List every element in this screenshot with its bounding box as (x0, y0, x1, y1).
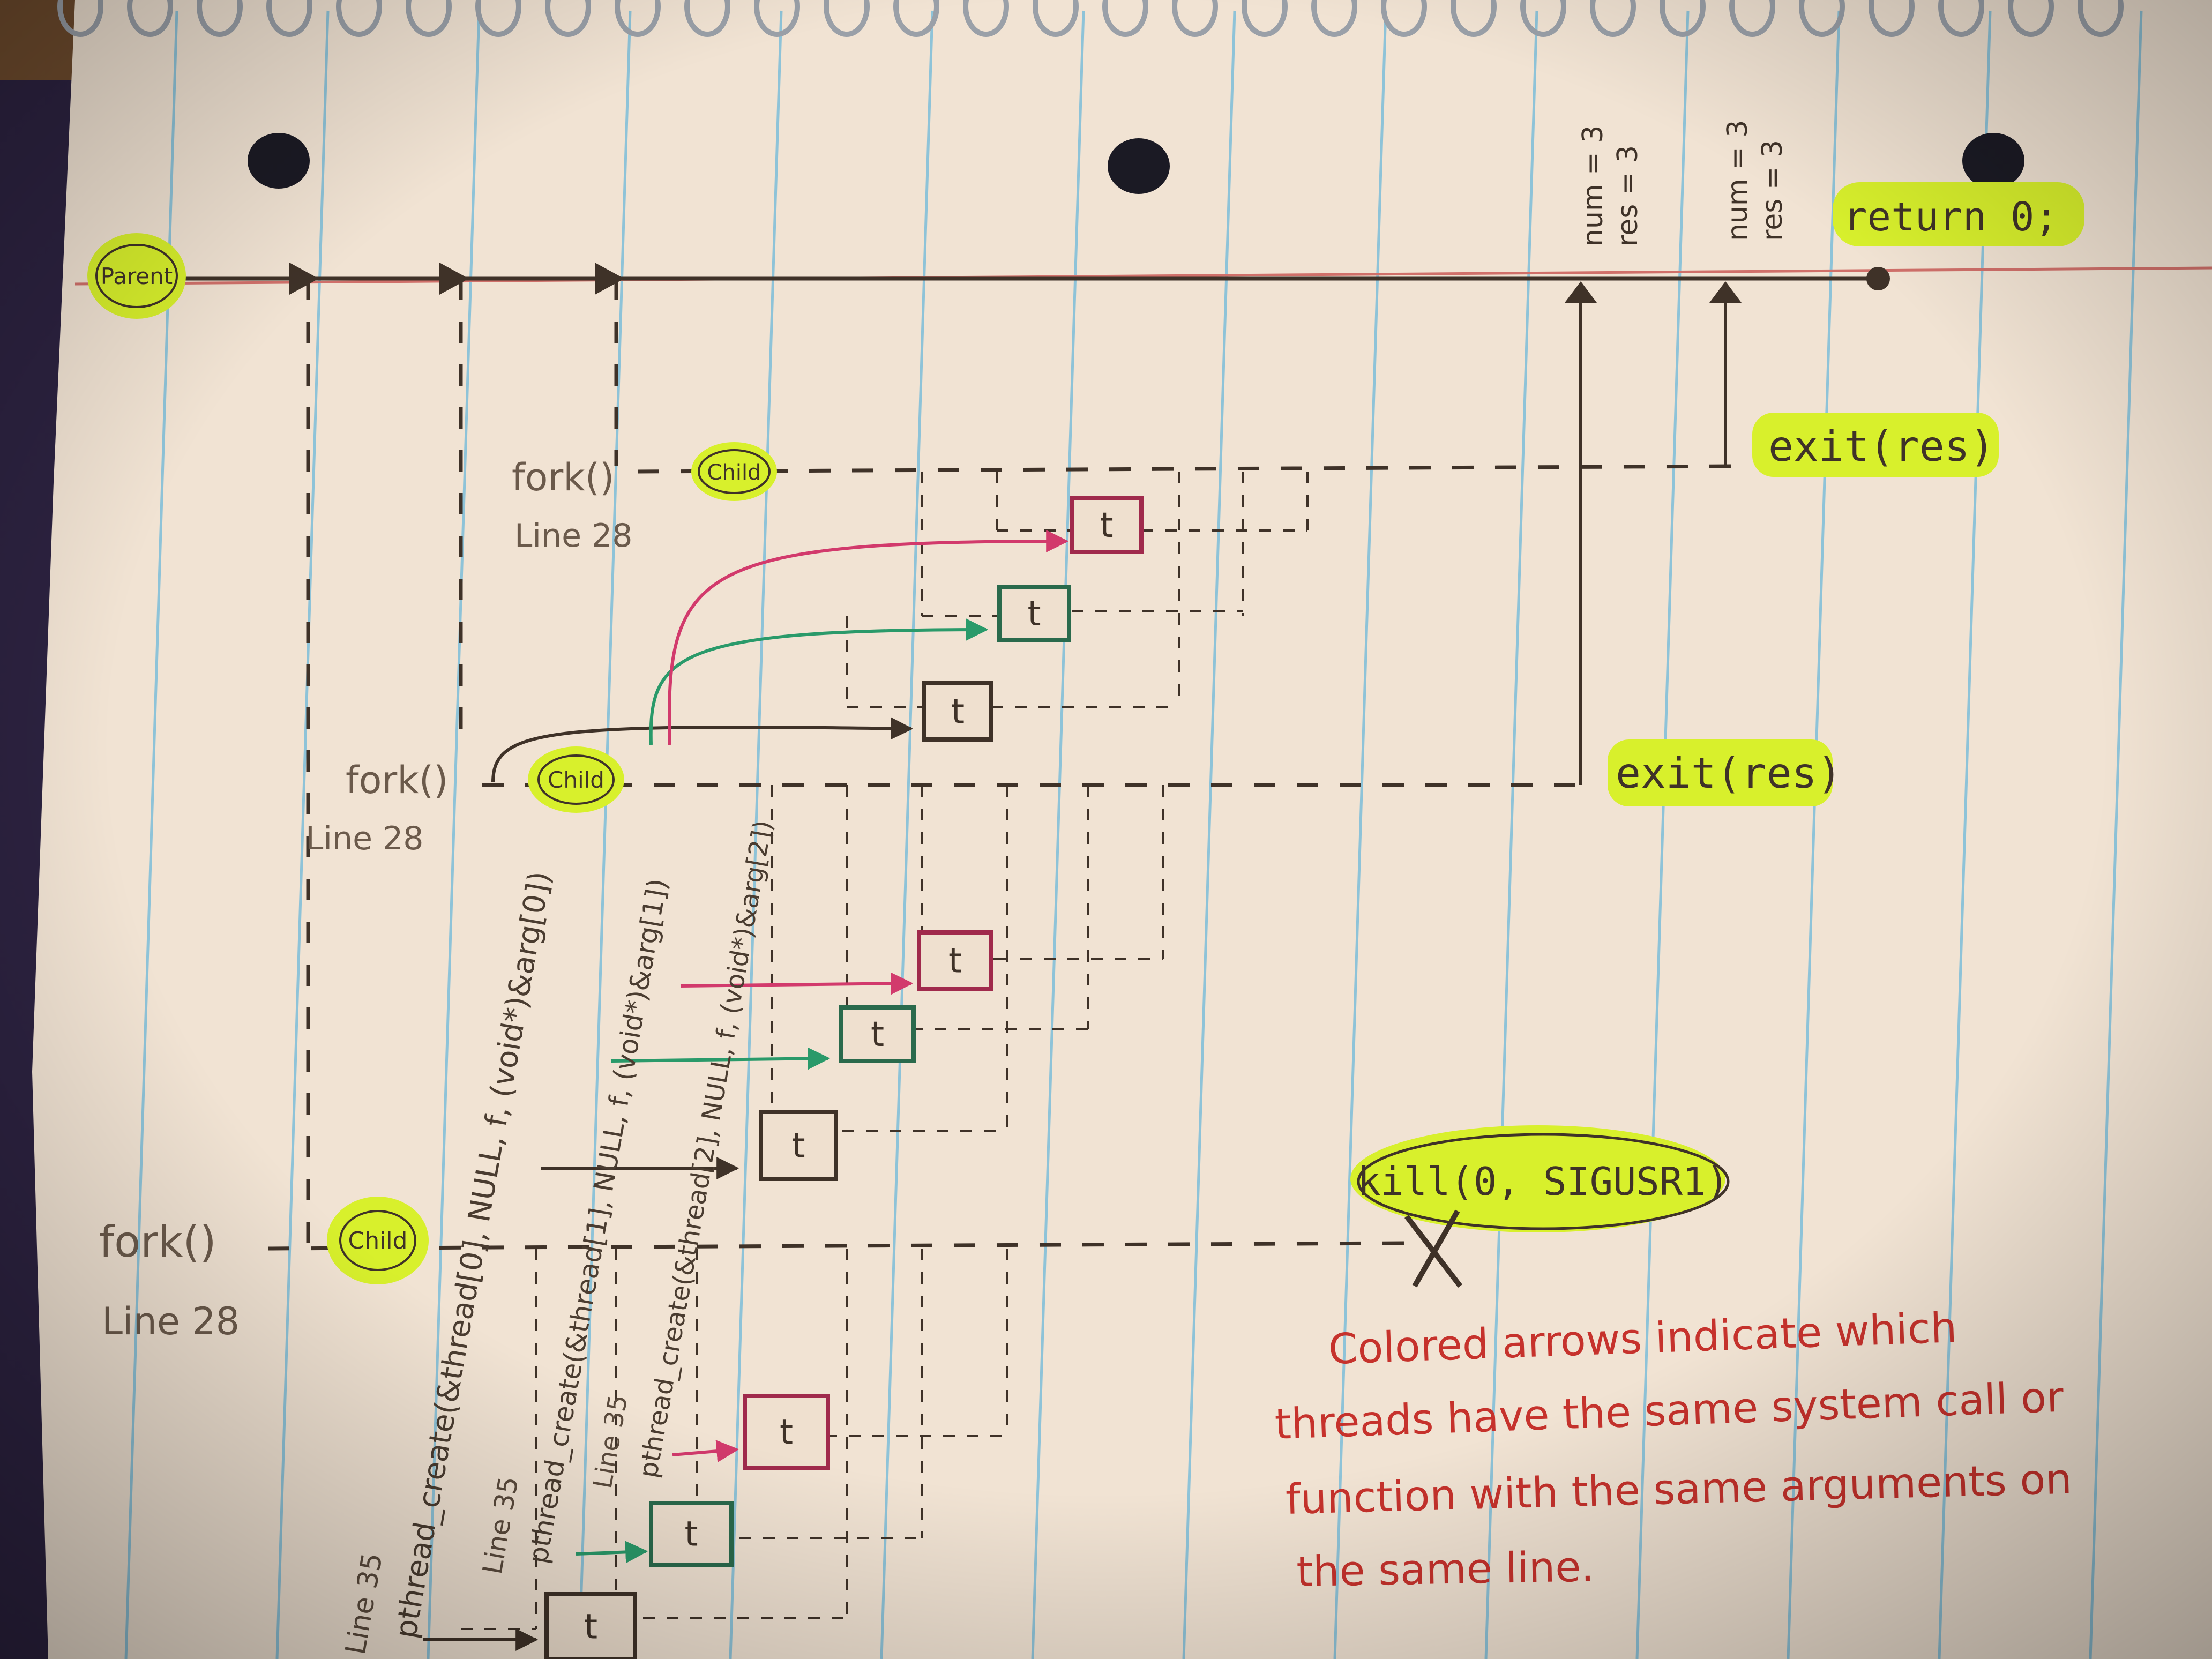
thread-box-label: t (684, 1515, 698, 1555)
punch-hole-icon (1108, 138, 1170, 194)
fork-2-line: Line 28 (305, 820, 423, 857)
parent-label: Parent (101, 263, 173, 289)
fork-3-line: Line 28 (102, 1299, 240, 1343)
thread-box-label: t (780, 1413, 793, 1453)
thread-box: t (649, 1501, 734, 1567)
note-line-4: the same line. (1296, 1543, 1595, 1596)
fork-1-label: fork() (512, 455, 614, 499)
thread-box-label: t (948, 941, 962, 981)
readout-res-2: res = 3 (1757, 140, 1789, 241)
thread-box-label: t (1027, 594, 1041, 634)
punch-hole-icon (248, 133, 310, 189)
thread-box: t (839, 1005, 916, 1063)
thread-box-label: t (1100, 506, 1113, 545)
thread-box-label: t (791, 1126, 805, 1166)
thread-box: t (1070, 496, 1144, 554)
thread-box-label: t (584, 1608, 597, 1647)
end-dot-icon (1866, 267, 1890, 290)
thread-box: t (917, 930, 993, 991)
readout-num-2: num = 3 (1722, 120, 1754, 241)
exit-1-label: exit(res) (1768, 423, 1995, 471)
thread-box: t (544, 1592, 637, 1659)
fork-2-label: fork() (346, 758, 448, 802)
child-1-label: Child (707, 460, 761, 485)
return-label: return 0; (1843, 194, 2058, 240)
thread-box-label: t (951, 692, 965, 732)
child-2-label: Child (548, 767, 604, 793)
thread-box: t (743, 1394, 830, 1470)
fork-3-label: fork() (99, 1217, 216, 1267)
kill-label: kill(0, SIGUSR1) (1357, 1159, 1729, 1204)
thread-box-label: t (871, 1015, 884, 1055)
readout-res-1: res = 3 (1612, 145, 1644, 246)
child-3-label: Child (348, 1227, 408, 1254)
exit-2-label: exit(res) (1616, 750, 1842, 798)
fork-1-line: Line 28 (514, 517, 632, 555)
punch-hole-icon (1962, 133, 2024, 189)
thread-box: t (759, 1110, 838, 1181)
thread-box: t (997, 585, 1071, 642)
thread-box: t (922, 681, 993, 742)
readout-num-1: num = 3 (1577, 125, 1609, 246)
